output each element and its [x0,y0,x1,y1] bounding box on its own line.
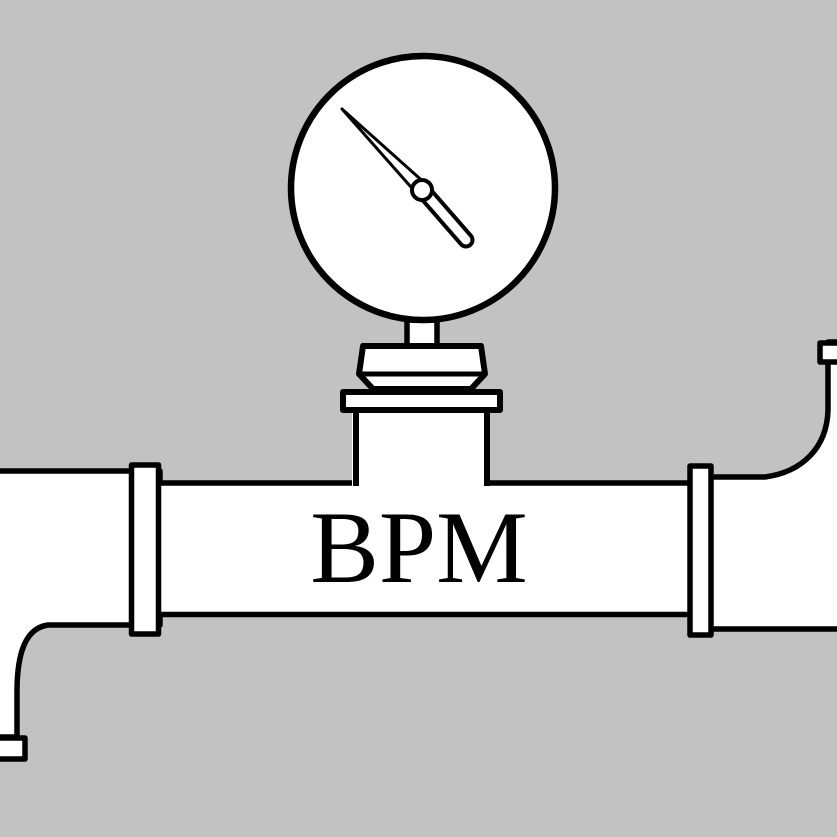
left-pipe-flange [128,462,162,637]
bottom-left-pipe-collar [0,735,28,762]
line-art-group: BPM [0,52,837,762]
gauge-needle-tail-fill [420,188,471,245]
gauge-nut-fitting [356,343,488,392]
gauge-flange-plate [340,389,503,413]
gauge-riser-walls [353,413,490,486]
left-pipe-elbow [0,468,163,740]
top-right-pipe-collar [817,340,837,365]
right-pipe-flange [687,463,714,638]
gauge-riser-fill [352,408,490,488]
pipe-label-text: BPM [310,491,528,605]
gauge-needle-hub [410,178,434,202]
